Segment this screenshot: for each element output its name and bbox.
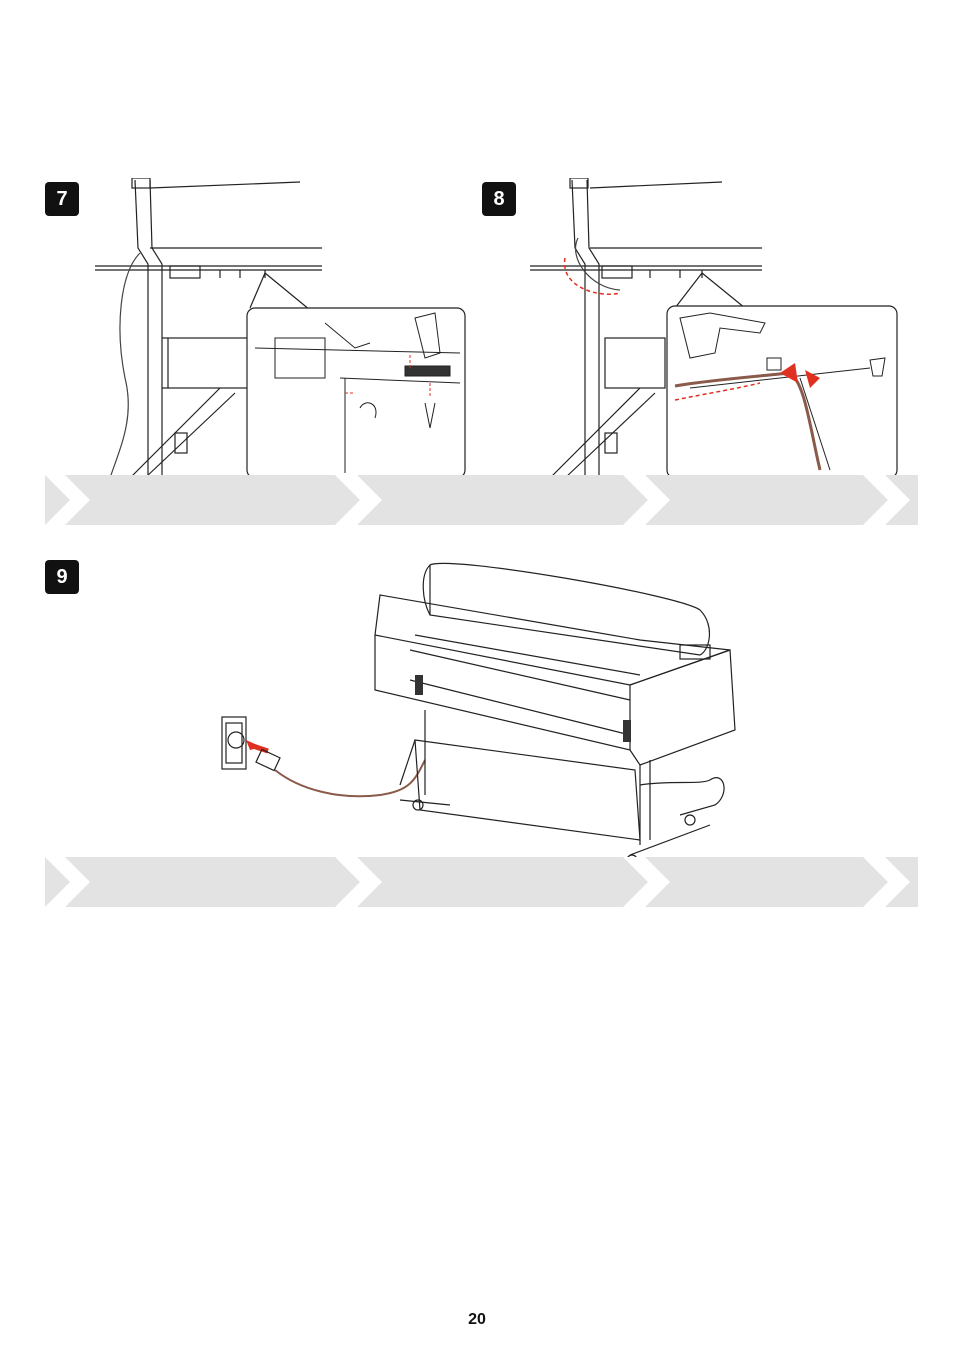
step-7-illustration	[90, 178, 470, 480]
step-8-number: 8	[493, 188, 504, 211]
step-9-illustration	[210, 555, 750, 870]
large-format-printer	[375, 563, 735, 865]
step-8-illustration	[530, 178, 900, 480]
step-9-badge: 9	[45, 560, 79, 594]
process-arrow-band-bottom	[45, 857, 918, 907]
page-number: 20	[0, 1311, 954, 1329]
step-7-badge: 7	[45, 182, 79, 216]
wall-outlet-icon	[222, 717, 246, 769]
process-arrow-band-top	[45, 475, 918, 525]
step-8-badge: 8	[482, 182, 516, 216]
step-9-number: 9	[56, 566, 67, 589]
step-7-number: 7	[56, 188, 67, 211]
